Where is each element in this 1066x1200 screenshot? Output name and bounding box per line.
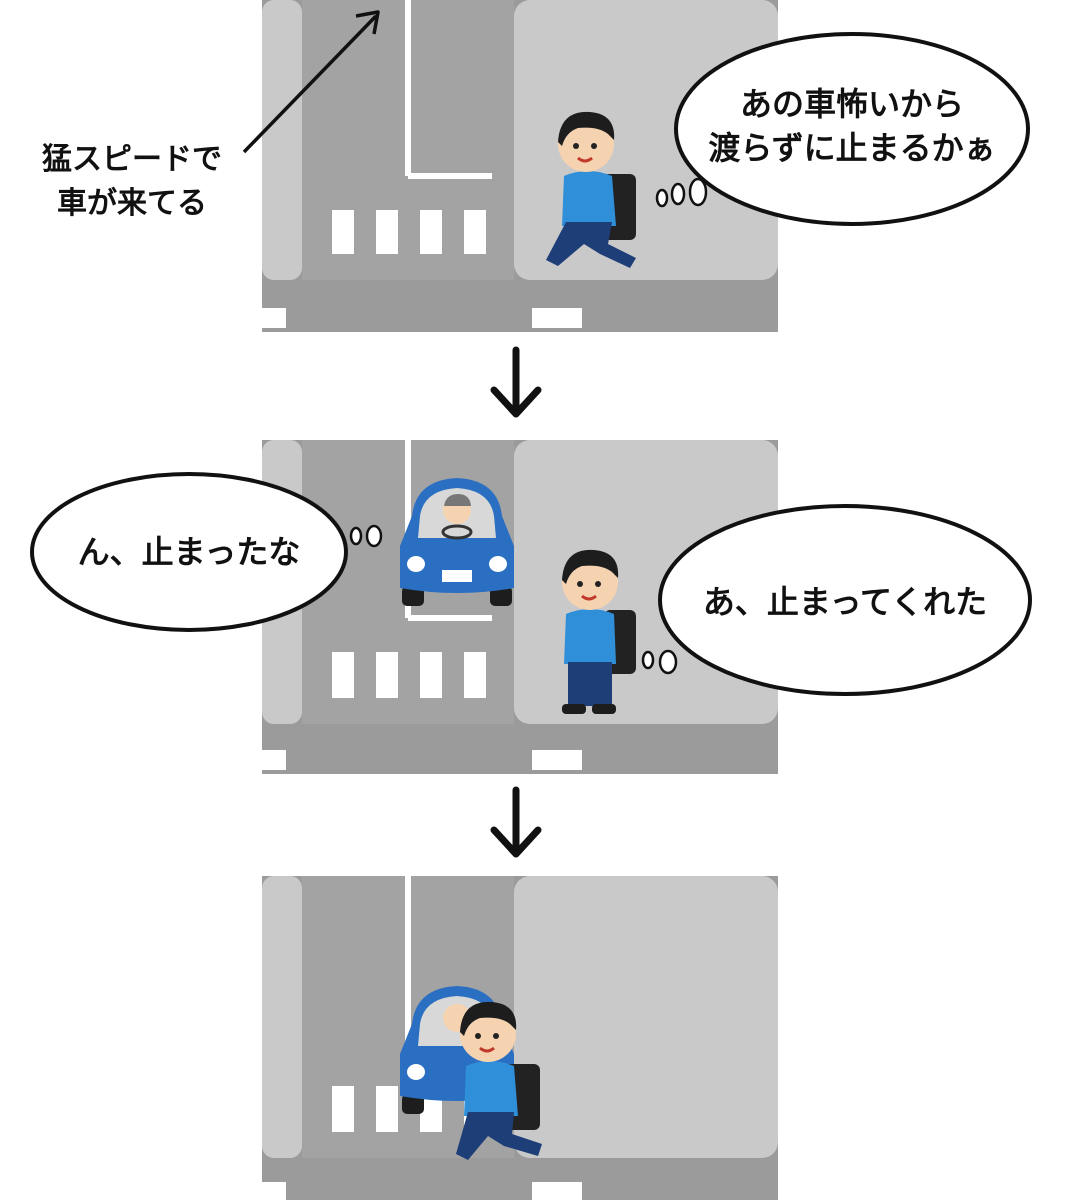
pedestrian-icon: [562, 549, 636, 714]
thought-bubble-2: [658, 504, 1032, 696]
pedestrian-thought-2: あ、止まってくれた: [702, 583, 988, 621]
speed-annotation-line-1: 猛スピードで: [42, 142, 222, 177]
pedestrian-icon: [456, 1001, 542, 1160]
pedestrian-thought-1-line-1: あの車怖いから: [739, 85, 964, 123]
thought-dots-icon: [655, 177, 708, 208]
speed-annotation-line-2: 車が来てる: [57, 186, 207, 221]
car-icon: [400, 478, 514, 606]
pedestrian-thought-1: あの車怖いから 渡らずに止まるかぁ: [672, 82, 1032, 170]
pedestrian-thought-1-line-2: 渡らずに止まるかぁ: [708, 129, 996, 167]
thought-dots-icon: [349, 524, 383, 548]
driver-thought: ん、止まったな: [77, 533, 301, 571]
thought-bubble-1: [674, 32, 1030, 226]
thought-dots-icon: [641, 649, 678, 675]
pedestrian-icon: [546, 111, 636, 268]
panel-3: [262, 876, 778, 1200]
speed-annotation: 猛スピードで 車が来てる: [22, 138, 242, 226]
thought-bubble-driver: [30, 472, 348, 632]
down-arrow-icon: [490, 346, 542, 418]
down-arrow-icon: [490, 786, 542, 858]
